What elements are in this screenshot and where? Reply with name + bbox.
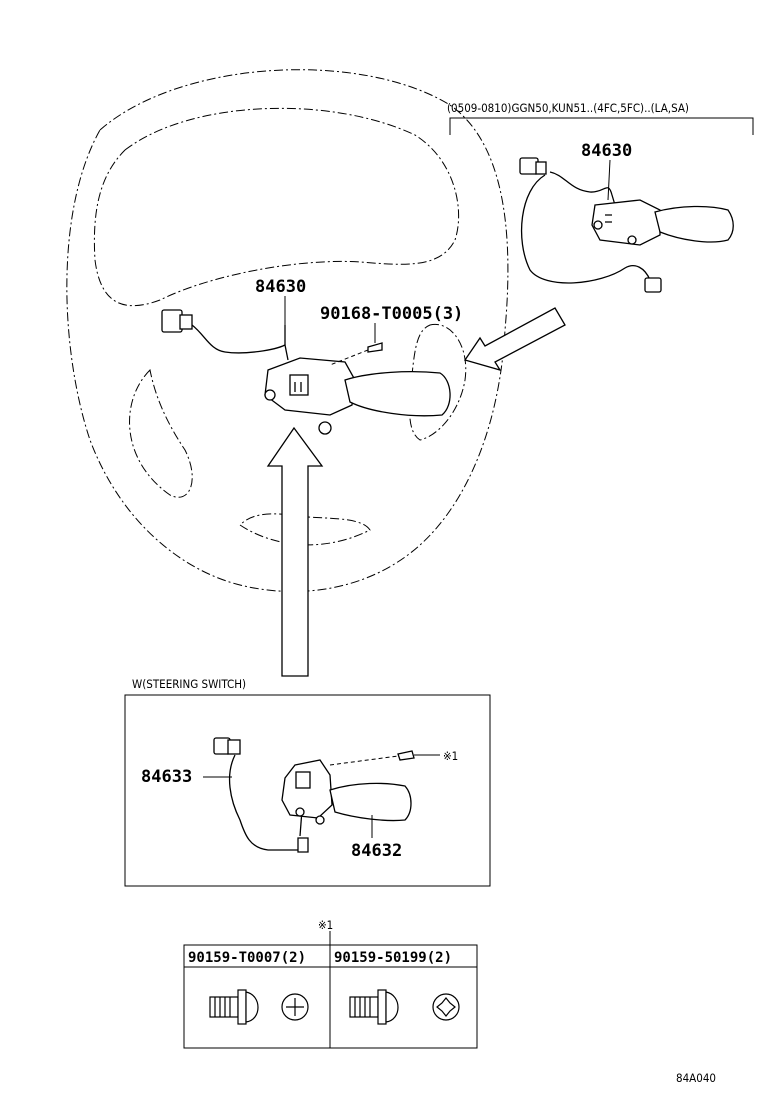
box-label: W(STEERING SWITCH) [132, 677, 246, 691]
vertical-arrow [266, 426, 324, 677]
callout-switch-body: 84632 [351, 841, 402, 861]
callout-inset-switch: 84630 [581, 141, 632, 161]
figure-code: 84A040 [676, 1071, 716, 1085]
applicability-note: (0509-0810)GGN50,KUN51..(4FC,5FC)..(LA,S… [447, 101, 689, 115]
callout-main-switch: 84630 [255, 277, 306, 297]
screw-t0007-side-icon [209, 989, 259, 1025]
inset-switch-assembly [519, 157, 734, 293]
table-col1-header: 90159-T0007(2) [188, 950, 306, 966]
screw-table [183, 944, 478, 1049]
torx-head-icon [432, 993, 460, 1021]
main-switch-assembly [161, 309, 451, 435]
leader-inset-switch [607, 159, 611, 201]
applicability-bracket [449, 117, 754, 135]
steering-wheel-outline [66, 69, 509, 592]
box-screw-dashed-line [329, 755, 399, 766]
steering-switch-box [124, 694, 491, 887]
callout-wire: 84633 [141, 767, 192, 787]
diagonal-arrow [463, 307, 566, 372]
table-col2-header: 90159-50199(2) [334, 950, 452, 966]
callout-main-screw: 90168-T0005(3) [320, 304, 463, 324]
screw-50199-side-icon [349, 989, 399, 1025]
phillips-head-icon [281, 993, 309, 1021]
box-screw-marker: ※1 [443, 749, 458, 763]
box-switch-assembly [213, 737, 415, 853]
table-marker: ※1 [318, 918, 333, 932]
